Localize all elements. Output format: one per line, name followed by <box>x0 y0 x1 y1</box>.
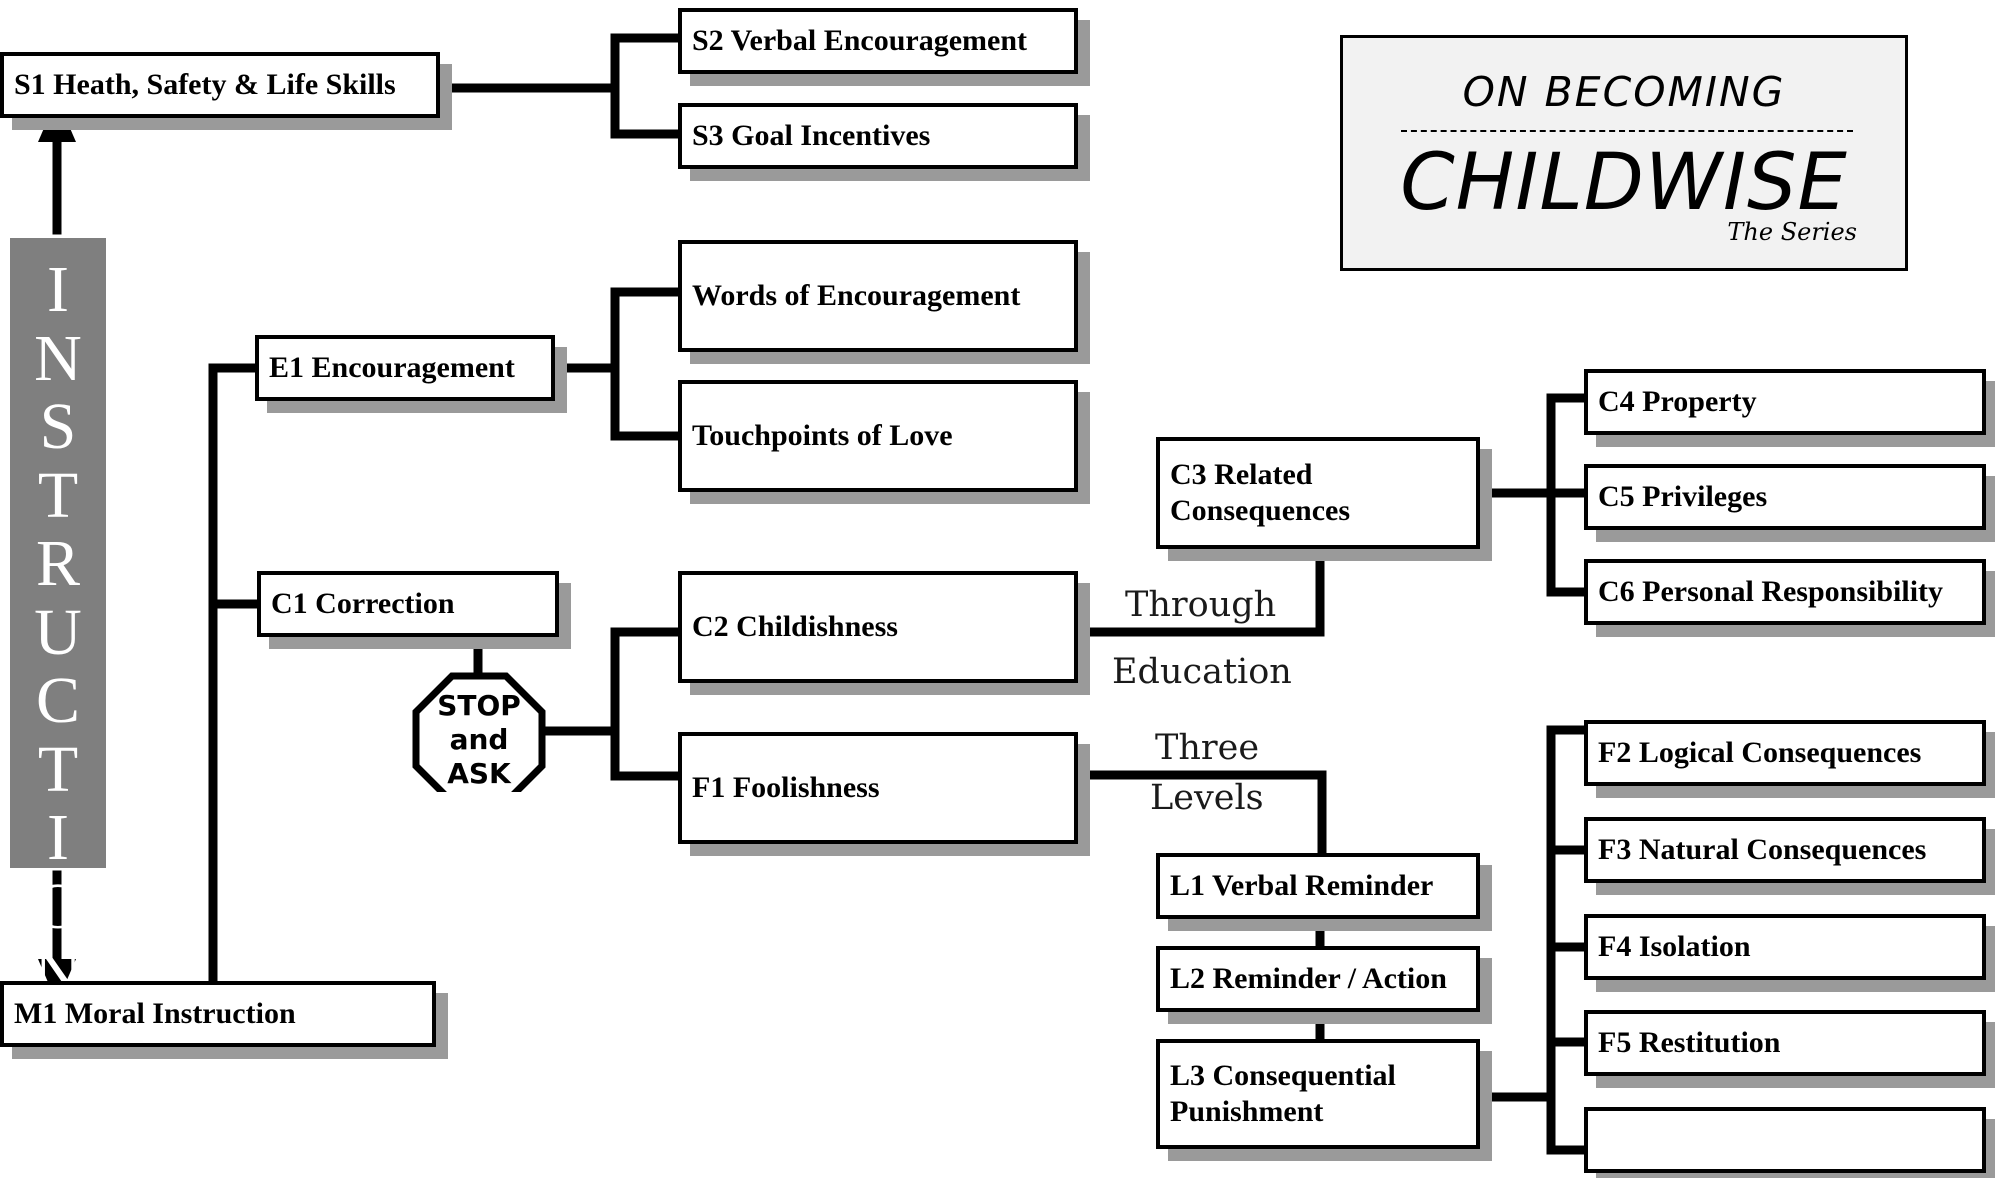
box-l2: L2 Reminder / Action <box>1156 946 1480 1012</box>
box-c5: C5 Privileges <box>1584 464 1986 530</box>
stop-sign-icon: STOP and ASK <box>412 672 546 792</box>
instruction-bar: I N S T R U C T I O N <box>10 238 106 1009</box>
label-through: Through <box>1125 585 1277 625</box>
box-words-of-encouragement: Words of Encouragement <box>678 240 1078 352</box>
box-c4: C4 Property <box>1584 369 1986 435</box>
label-education: Education <box>1112 652 1292 692</box>
instruction-label: I N S T R U C T I O N <box>34 253 82 1011</box>
box-m1: M1 Moral Instruction <box>0 981 436 1047</box>
box-s1: S1 Heath, Safety & Life Skills <box>0 52 440 118</box>
box-empty <box>1584 1107 1986 1173</box>
ask-text: ASK <box>447 757 511 790</box>
label-three: Three <box>1155 728 1260 768</box>
label-levels: Levels <box>1150 778 1264 818</box>
up-arrow-head <box>38 98 76 142</box>
box-f4: F4 Isolation <box>1584 914 1986 980</box>
logo-dashed-rule <box>1401 130 1853 132</box>
box-touchpoints-of-love: Touchpoints of Love <box>678 380 1078 492</box>
and-text: and <box>449 723 509 756</box>
stop-text: STOP <box>437 689 521 722</box>
logo-sub-text: The Series <box>1727 218 1857 246</box>
box-c6: C6 Personal Responsibility <box>1584 559 1986 625</box>
box-s3: S3 Goal Incentives <box>678 103 1078 169</box>
box-l1: L1 Verbal Reminder <box>1156 853 1480 919</box>
box-l3: L3 Consequential Punishment <box>1156 1039 1480 1149</box>
box-f5: F5 Restitution <box>1584 1010 1986 1076</box>
box-c2: C2 Childishness <box>678 571 1078 683</box>
logo-top-text: ON BECOMING <box>1462 68 1786 116</box>
box-f1: F1 Foolishness <box>678 732 1078 844</box>
logo-main-text: CHILDWISE <box>1400 138 1848 228</box>
box-f2: F2 Logical Consequences <box>1584 720 1986 786</box>
box-c3: C3 Related Consequences <box>1156 437 1480 549</box>
childwise-logo: ON BECOMING CHILDWISE The Series <box>1340 35 1908 271</box>
box-s2: S2 Verbal Encouragement <box>678 8 1078 74</box>
box-f3: F3 Natural Consequences <box>1584 817 1986 883</box>
box-c1: C1 Correction <box>257 571 559 637</box>
box-e1: E1 Encouragement <box>255 335 555 401</box>
